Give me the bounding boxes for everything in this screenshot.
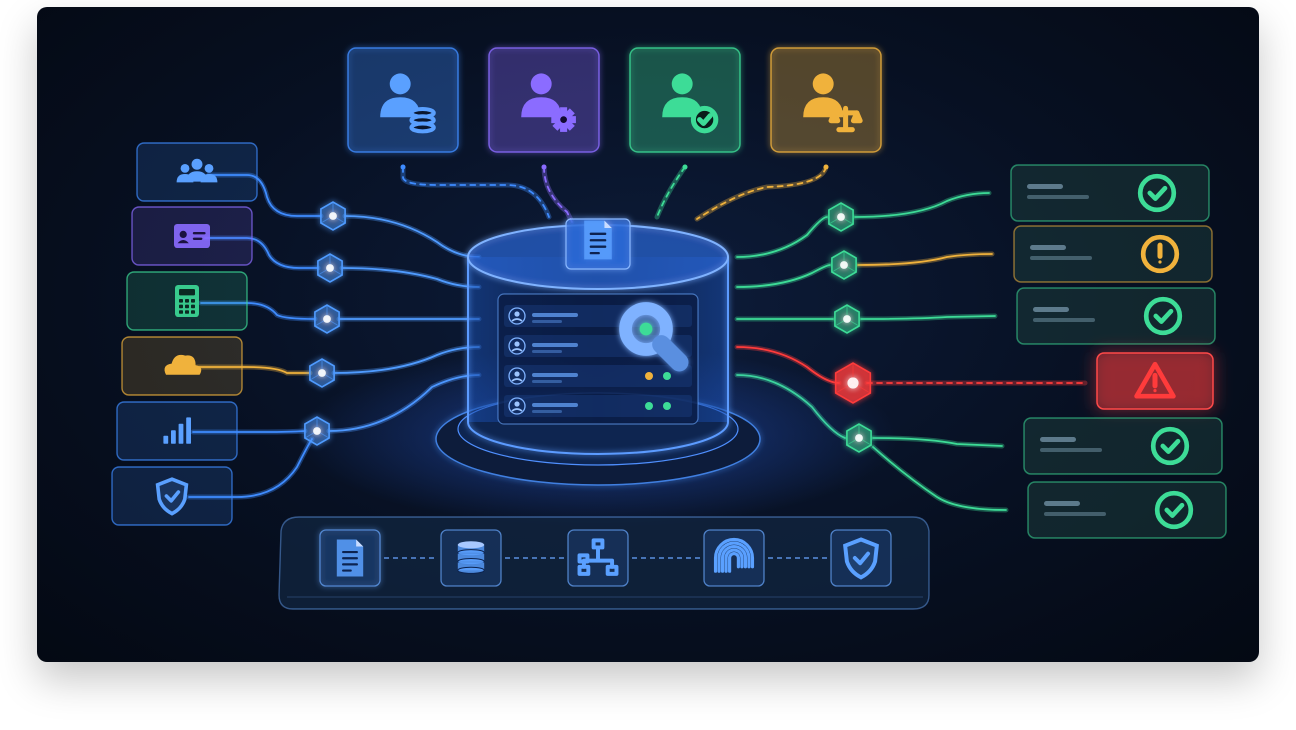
result-text-line [1030, 245, 1066, 250]
pipeline-step-4[interactable] [703, 529, 765, 587]
source-card-4[interactable] [121, 336, 243, 396]
document-icon [565, 218, 631, 270]
magnifier-icon [619, 302, 689, 372]
user-gear-icon [521, 73, 576, 132]
hub-link-in-1 [344, 215, 480, 258]
hub-link-in-4 [333, 346, 480, 374]
left-relay-node-5 [304, 416, 330, 446]
role-card-4[interactable] [770, 47, 882, 170]
pipeline-step-3[interactable] [567, 529, 629, 587]
check-circle-icon [1143, 296, 1183, 336]
result-card-4[interactable] [1096, 352, 1214, 410]
check-circle-icon [1137, 173, 1177, 213]
left-relay-node-2 [317, 253, 343, 283]
central-repository [298, 218, 898, 527]
document-icon [336, 539, 364, 577]
result-link-1 [854, 192, 990, 218]
user-check-icon [662, 73, 719, 134]
result-card-6[interactable] [1027, 481, 1227, 539]
role-card-1[interactable] [347, 47, 459, 170]
result-card-2[interactable] [1013, 225, 1213, 283]
right-relay-node-2 [831, 250, 857, 280]
result-text-line [1033, 307, 1069, 312]
right-relay-node-1 [828, 202, 854, 232]
source-card-2[interactable] [131, 206, 253, 266]
source-card-1[interactable] [136, 142, 258, 202]
result-card-1[interactable] [1010, 164, 1210, 222]
role-link-4 [696, 166, 827, 220]
source-card-6[interactable] [111, 466, 233, 526]
hub-link-in-2 [341, 267, 480, 288]
result-card-5[interactable] [1023, 417, 1223, 475]
pipeline-step-5[interactable] [830, 529, 892, 587]
record-row [504, 395, 692, 417]
user-avatar-icon [508, 397, 526, 415]
database-icon [457, 541, 485, 574]
role-link-2 [543, 166, 573, 223]
check-circle-icon [1154, 490, 1194, 530]
result-text-line [1040, 448, 1102, 452]
hub-link-out-1 [736, 216, 828, 258]
source-link-3 [200, 302, 316, 320]
right-relay-node-4 [834, 362, 872, 404]
pipeline-step-1[interactable] [319, 529, 381, 587]
result-text-line [1044, 512, 1106, 516]
right-relay-node-5 [846, 423, 872, 453]
shield-check-icon [843, 537, 879, 580]
source-link-4 [196, 366, 311, 374]
user-avatar-icon [508, 337, 526, 355]
role-card-2[interactable] [488, 47, 600, 170]
left-relay-node-3 [314, 304, 340, 334]
result-text-line [1044, 501, 1080, 506]
source-card-3[interactable] [126, 271, 248, 331]
status-dot [645, 372, 653, 380]
result-text-line [1030, 256, 1092, 260]
calculator-icon [175, 285, 199, 317]
left-relay-node-1 [320, 201, 346, 231]
source-link-1 [208, 174, 322, 217]
result-text-line [1027, 184, 1063, 189]
exclamation-circle-icon [1140, 234, 1180, 274]
role-link-1 [402, 166, 550, 218]
hub-link-out-2 [736, 264, 831, 288]
role-card-3[interactable] [629, 47, 741, 170]
status-dot [663, 402, 671, 410]
flowchart-icon [577, 538, 619, 576]
source-card-5[interactable] [116, 401, 238, 461]
left-relay-node-4 [309, 358, 335, 388]
result-text-line [1033, 318, 1095, 322]
bar-chart-icon [163, 417, 191, 444]
right-relay-node-3 [834, 304, 860, 334]
role-port [541, 164, 547, 170]
result-text-line [1027, 195, 1089, 199]
check-circle-icon [1150, 426, 1190, 466]
user-avatar-icon [508, 367, 526, 385]
data-governance-diagram [111, 47, 1227, 610]
result-text-line [1040, 437, 1076, 442]
result-link-2 [857, 253, 993, 266]
shield-check-icon [155, 477, 189, 516]
fingerprint-icon [713, 538, 755, 573]
user-database-icon [380, 73, 436, 134]
role-port [823, 164, 829, 170]
users-group-icon [176, 158, 218, 183]
record-row [504, 365, 692, 387]
status-dot [645, 402, 653, 410]
role-port [682, 164, 688, 170]
id-card-icon [174, 224, 210, 248]
diagram-scene [37, 7, 1259, 662]
source-link-2 [204, 237, 319, 269]
role-link-3 [656, 166, 686, 218]
user-scales-icon [803, 73, 863, 133]
role-port [400, 164, 406, 170]
warning-triangle-icon [1134, 361, 1176, 399]
pipeline-step-2[interactable] [440, 529, 502, 587]
status-dot [663, 372, 671, 380]
user-avatar-icon [508, 307, 526, 325]
result-link-3 [860, 315, 996, 320]
cloud-icon [164, 354, 202, 375]
result-card-3[interactable] [1016, 287, 1216, 345]
result-link-6 [872, 446, 1007, 511]
